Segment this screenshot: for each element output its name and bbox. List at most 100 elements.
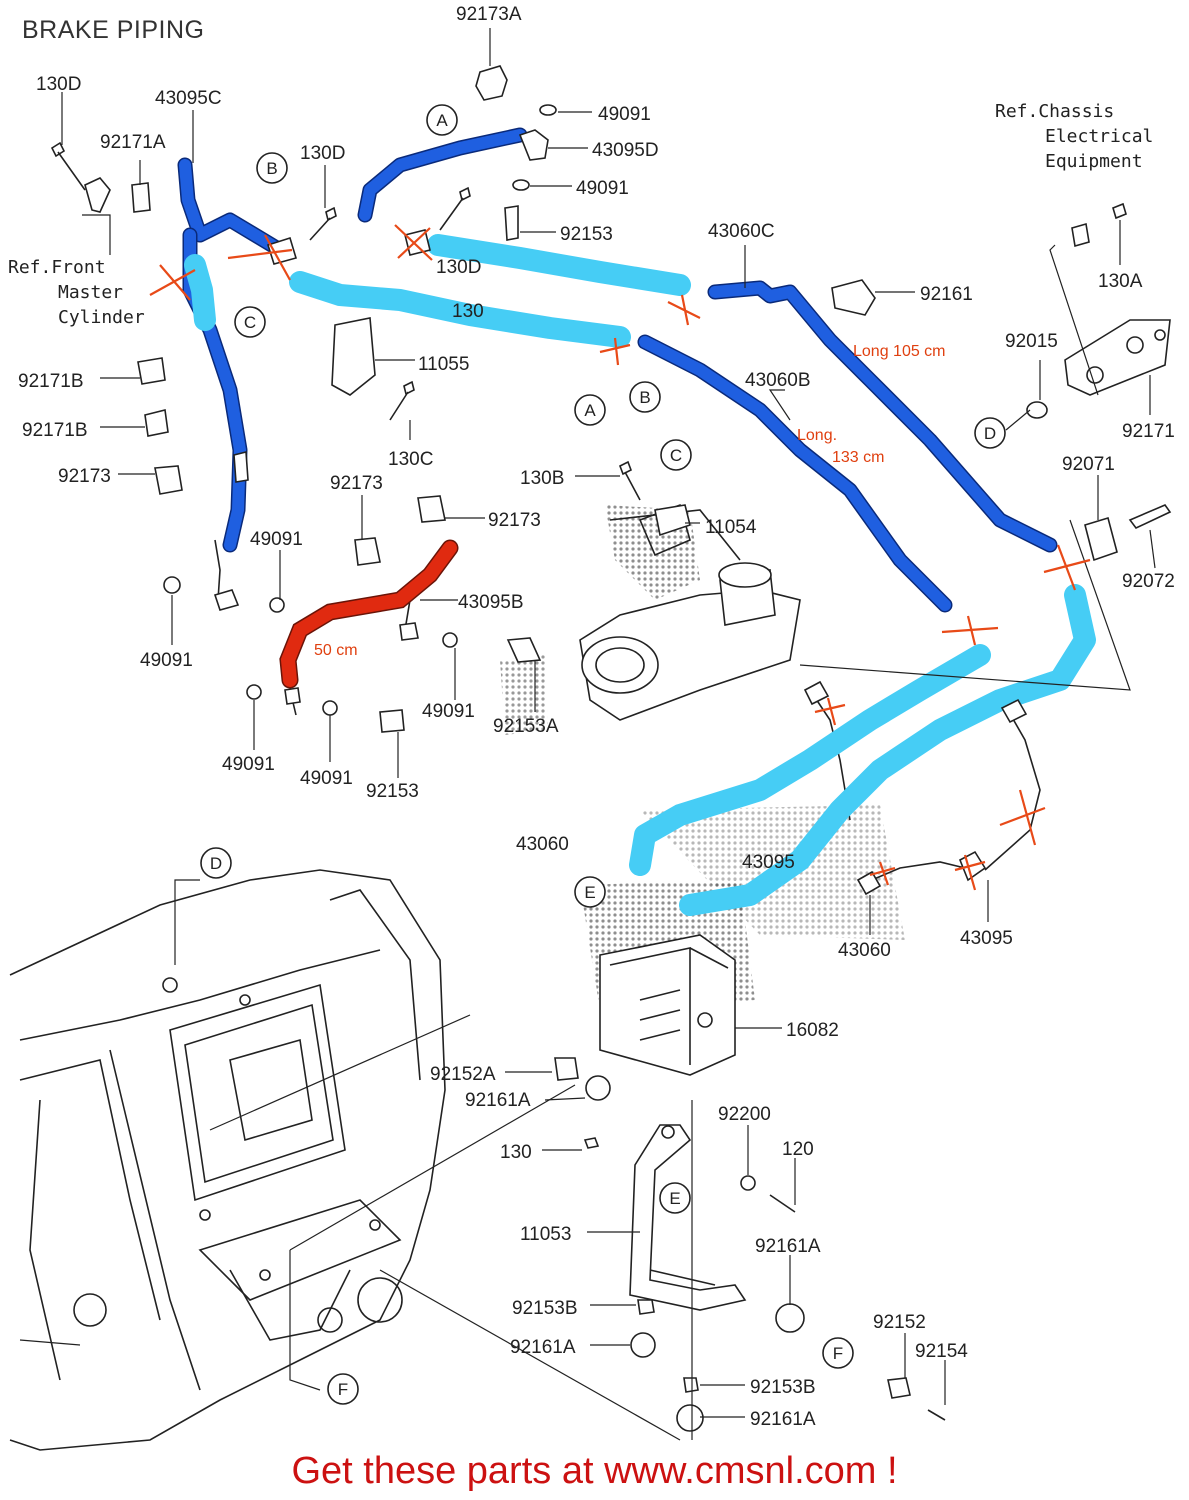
part-label: 92153B bbox=[750, 1377, 816, 1398]
part-label: 92161A bbox=[750, 1409, 816, 1430]
part-label: 11055 bbox=[418, 354, 469, 375]
annotation-long-105: Long 105 cm bbox=[853, 343, 946, 360]
annotation-long-133-line2: 133 cm bbox=[832, 449, 884, 466]
ref-chassis-line1: Ref.Chassis bbox=[995, 101, 1114, 122]
part-label: 49091 bbox=[250, 529, 303, 550]
abs-unit bbox=[599, 934, 736, 1076]
part-label: 92161A bbox=[465, 1090, 531, 1111]
part-label: 43095 bbox=[960, 928, 1013, 949]
part-label: 92200 bbox=[718, 1104, 771, 1125]
part-label: 92173 bbox=[488, 510, 541, 531]
part-label: 49091 bbox=[598, 104, 651, 125]
part-label: 43095B bbox=[458, 592, 524, 613]
part-label: 43060 bbox=[516, 834, 569, 855]
part-label: 43060 bbox=[838, 940, 891, 961]
callout-b-mid: B bbox=[629, 381, 661, 413]
svg-text:C: C bbox=[244, 313, 256, 332]
part-label: 120 bbox=[782, 1139, 814, 1160]
part-label: 49091 bbox=[300, 768, 353, 789]
letter-callouts: A B C A B D C E bbox=[200, 104, 1006, 1405]
callout-b-top: B bbox=[256, 152, 288, 184]
callout-a-top: A bbox=[426, 104, 458, 136]
svg-text:A: A bbox=[584, 401, 596, 420]
frame-drawing bbox=[9, 869, 446, 1451]
part-label: 92171B bbox=[18, 371, 84, 392]
part-number-labels: 92173A 130D 43095C 92171A 49091 43095D 4… bbox=[18, 4, 1175, 1430]
steering-stem-drawing bbox=[579, 503, 801, 721]
part-label: 92154 bbox=[915, 1341, 968, 1362]
part-label: 92152A bbox=[430, 1064, 496, 1085]
red-hose bbox=[279, 539, 459, 689]
part-label: 130C bbox=[388, 449, 433, 470]
part-label: 92072 bbox=[1122, 571, 1175, 592]
reference-labels: Ref.Front Master Cylinder Ref.Chassis El… bbox=[8, 101, 1153, 328]
part-label: 43060B bbox=[745, 370, 811, 391]
part-label: 130 bbox=[452, 301, 484, 322]
part-label: 92161 bbox=[920, 284, 973, 305]
part-label: 49091 bbox=[222, 754, 275, 775]
part-label: 92161A bbox=[755, 1236, 821, 1257]
footer-link-text[interactable]: Get these parts at www.cmsnl.com ! bbox=[291, 1450, 898, 1492]
part-label: 92153B bbox=[512, 1298, 578, 1319]
part-label: 130D bbox=[36, 74, 81, 95]
callout-f-frame: F bbox=[327, 1373, 359, 1405]
part-label: 130B bbox=[520, 468, 564, 489]
part-label: 92173 bbox=[58, 466, 111, 487]
part-label: 43095 bbox=[742, 852, 795, 873]
callout-c-mid: C bbox=[660, 439, 692, 471]
part-label: 11053 bbox=[520, 1224, 571, 1245]
part-label: 49091 bbox=[140, 650, 193, 671]
leader-lines bbox=[19, 28, 1156, 1441]
svg-text:D: D bbox=[984, 424, 996, 443]
part-label: 92153A bbox=[493, 716, 559, 737]
length-annotations: Long 105 cm Long. 133 cm 50 cm bbox=[314, 343, 946, 659]
part-label: 130A bbox=[1098, 271, 1143, 292]
part-label: 49091 bbox=[576, 178, 629, 199]
callout-f-right: F bbox=[822, 1337, 854, 1369]
svg-text:B: B bbox=[266, 159, 277, 178]
callout-d-right: D bbox=[974, 417, 1006, 449]
part-label: 130D bbox=[436, 257, 481, 278]
halftone-shading bbox=[500, 505, 905, 1010]
part-label: 92171 bbox=[1122, 421, 1175, 442]
svg-text:A: A bbox=[436, 111, 448, 130]
callout-a-mid: A bbox=[574, 394, 606, 426]
part-label: 92173 bbox=[330, 473, 383, 494]
bracket-11053 bbox=[629, 1124, 747, 1311]
part-label: 43095C bbox=[155, 88, 222, 109]
callout-e-abs: E bbox=[574, 876, 606, 908]
cyan-replacement-lines bbox=[184, 234, 1096, 916]
thin-pipes bbox=[184, 284, 1041, 886]
ref-chassis-line3: Equipment bbox=[1045, 151, 1143, 172]
svg-text:F: F bbox=[338, 1380, 348, 1399]
ref-front-line1: Ref.Front bbox=[8, 257, 106, 278]
part-label: 92173A bbox=[456, 4, 522, 25]
ref-front-line2: Master bbox=[58, 282, 123, 303]
part-label: 43060C bbox=[708, 221, 775, 242]
part-label: 92171A bbox=[100, 132, 166, 153]
part-label: 92161A bbox=[510, 1337, 576, 1358]
page-title: BRAKE PIPING bbox=[22, 16, 205, 44]
part-label: 130D bbox=[300, 143, 345, 164]
svg-text:E: E bbox=[669, 1189, 680, 1208]
part-label: 92071 bbox=[1062, 454, 1115, 475]
ref-chassis-line2: Electrical bbox=[1045, 126, 1153, 147]
ref-front-line3: Cylinder bbox=[58, 307, 145, 328]
callout-d-frame: D bbox=[200, 847, 232, 879]
part-label: 92152 bbox=[873, 1312, 926, 1333]
callout-c-left: C bbox=[234, 306, 266, 338]
callout-e-bracket: E bbox=[659, 1182, 691, 1214]
annotation-long-133-line1: Long. bbox=[797, 427, 837, 444]
svg-text:D: D bbox=[210, 854, 222, 873]
svg-text:F: F bbox=[833, 1344, 843, 1363]
svg-text:B: B bbox=[639, 388, 650, 407]
part-label: 16082 bbox=[786, 1020, 839, 1041]
part-label: 11054 bbox=[705, 517, 757, 538]
part-label: 92153 bbox=[366, 781, 419, 802]
part-label: 49091 bbox=[422, 701, 475, 722]
part-label: 92015 bbox=[1005, 331, 1058, 352]
svg-text:C: C bbox=[670, 446, 682, 465]
part-label: 130 bbox=[500, 1142, 532, 1163]
svg-text:E: E bbox=[584, 883, 595, 902]
